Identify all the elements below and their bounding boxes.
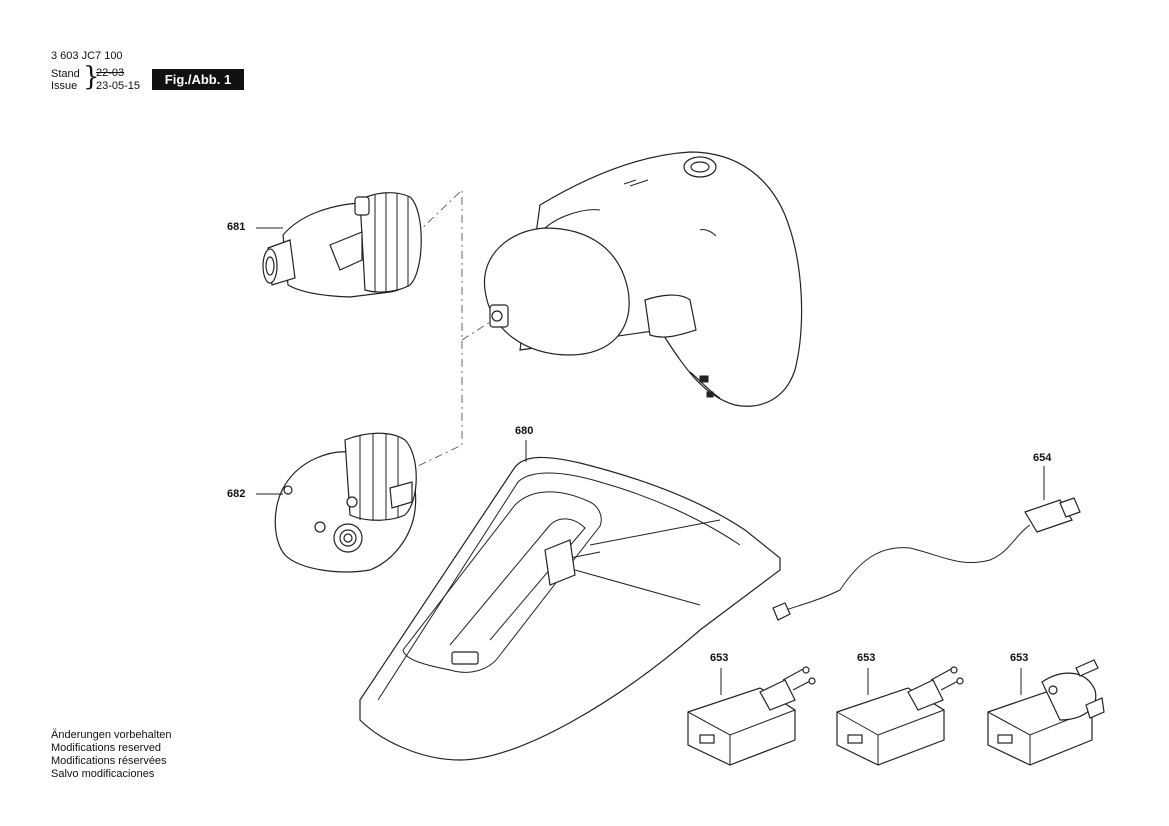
- charger-653-a: [687, 666, 816, 766]
- note-es: Salvo modificaciones: [51, 768, 155, 780]
- issue-date: 23-05-15: [96, 80, 141, 92]
- brace-glyph: }: [83, 62, 100, 92]
- callout-682: 682: [227, 488, 246, 500]
- figure-badge: Fig./Abb. 1: [152, 69, 244, 90]
- issue-label: Issue: [51, 80, 78, 92]
- charging-base-680: [359, 456, 781, 761]
- charger-653-c: [987, 659, 1105, 766]
- attachment-682: [274, 432, 417, 573]
- leader-lines: [256, 227, 1045, 695]
- note-en: Modifications reserved: [51, 742, 162, 754]
- screwdriver-body: [483, 151, 803, 407]
- callout-681: 681: [227, 221, 246, 233]
- attachment-681: [262, 192, 422, 298]
- callout-653-c: 653: [1010, 652, 1029, 664]
- stand-label: Stand: [51, 68, 80, 80]
- usb-cable-654: [772, 497, 1081, 621]
- document-number: 3 603 JC7 100: [51, 50, 123, 62]
- charger-653-b: [836, 666, 964, 766]
- callout-654: 654: [1033, 452, 1052, 464]
- note-de: Änderungen vorbehalten: [51, 729, 172, 741]
- callout-653-a: 653: [710, 652, 729, 664]
- callout-653-b: 653: [857, 652, 876, 664]
- assembly-dash-line: [414, 189, 491, 467]
- callout-680: 680: [515, 425, 534, 437]
- stand-date: 22-03: [96, 67, 125, 79]
- note-fr: Modifications réservées: [51, 755, 167, 767]
